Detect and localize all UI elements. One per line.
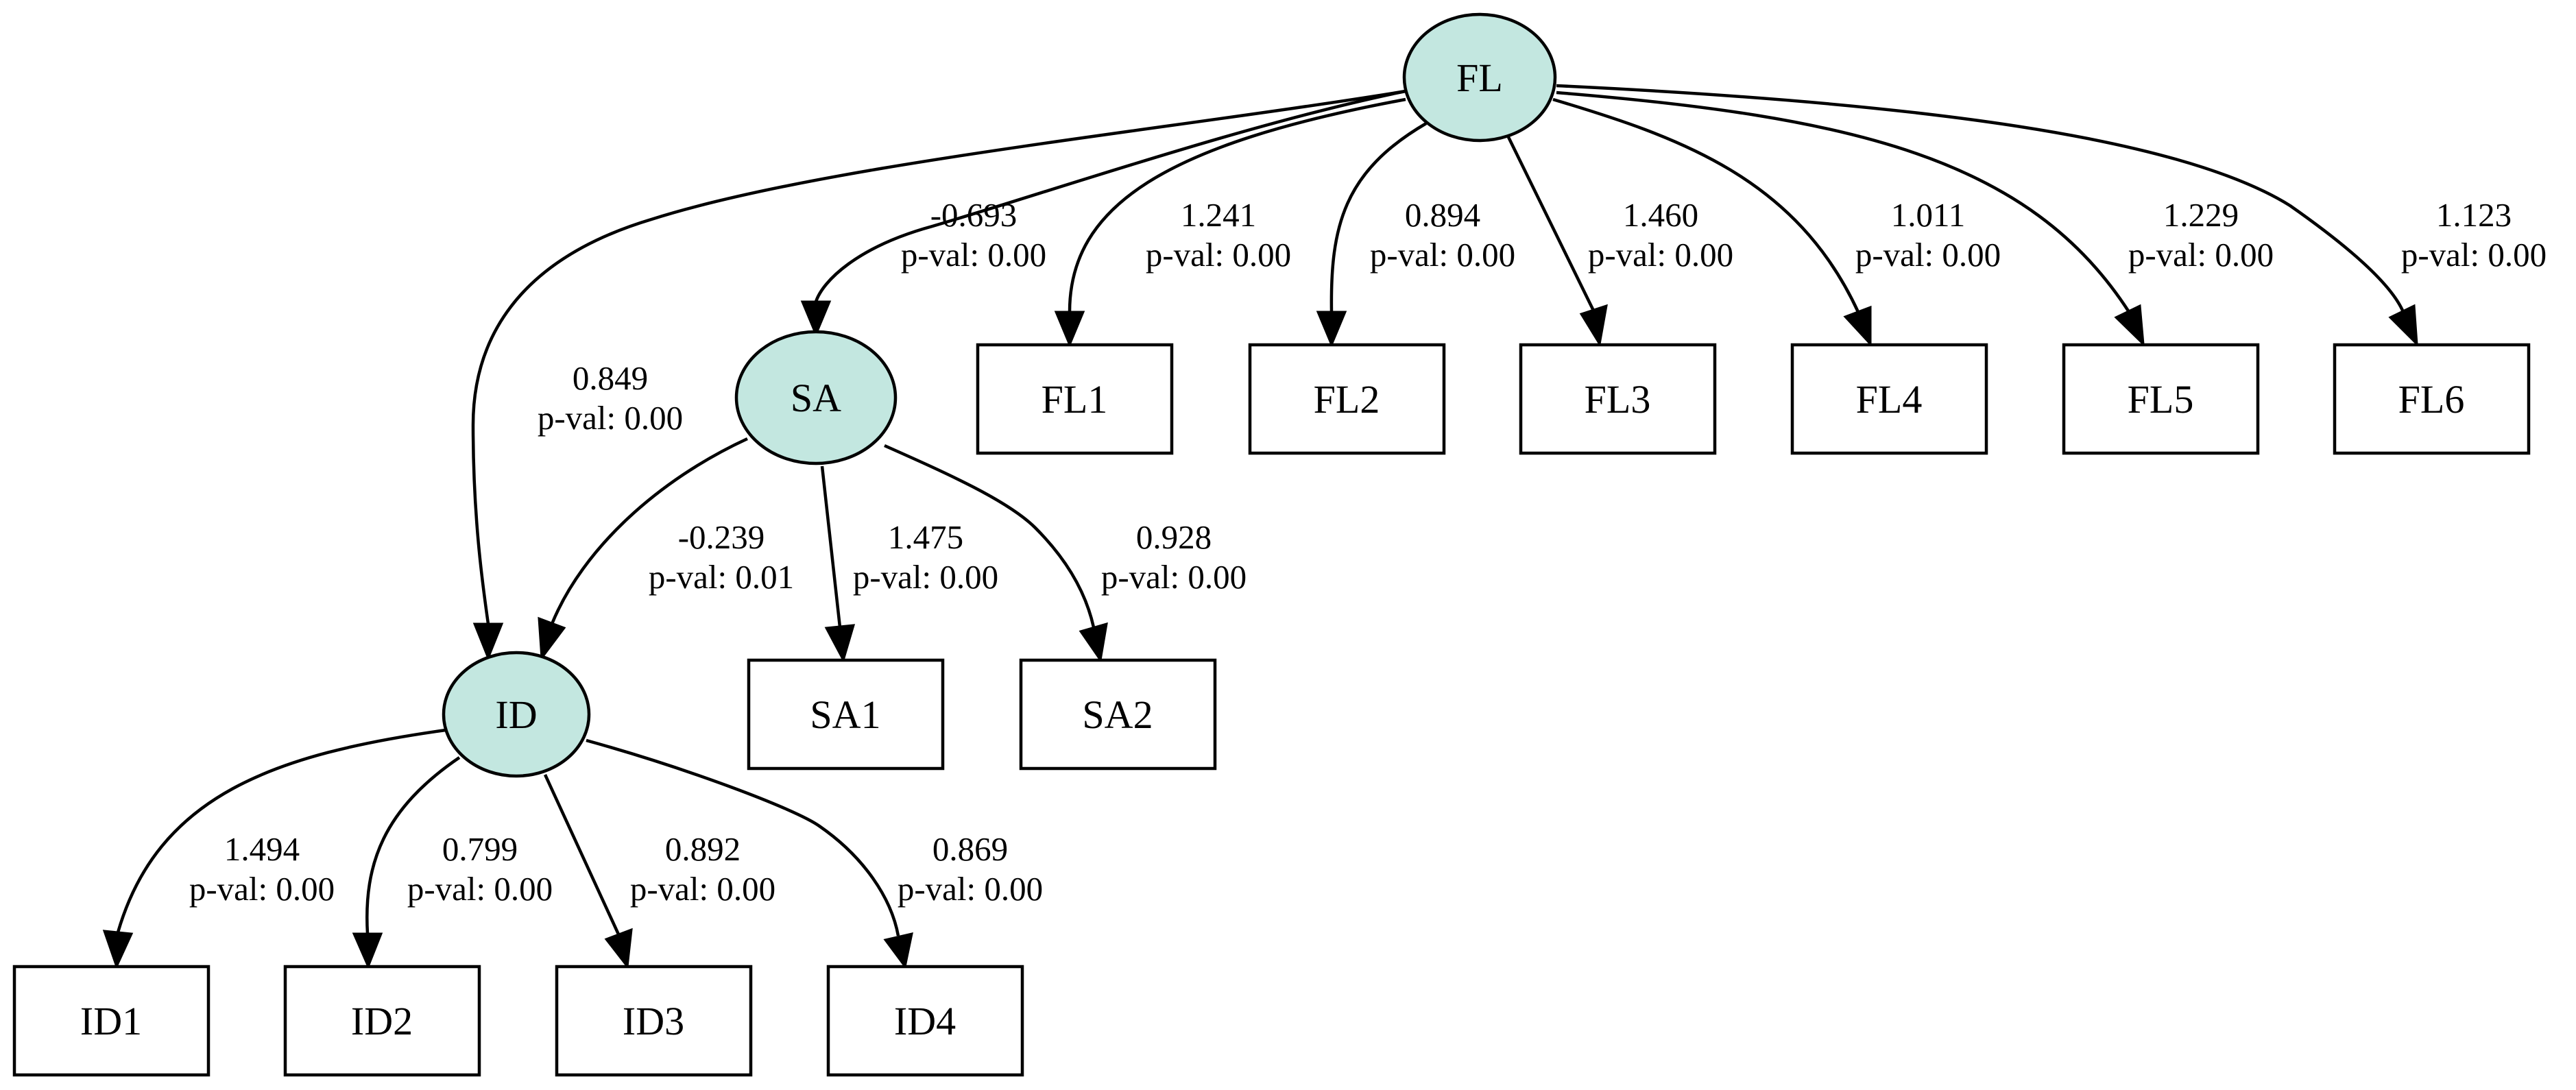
edge-label-estimate: 1.123	[2436, 196, 2512, 234]
edge-label-estimate: -0.693	[930, 196, 1018, 234]
observed-node-sa1: SA1	[747, 658, 945, 771]
latent-node-id: ID	[442, 651, 591, 778]
edge-label-estimate: 1.241	[1181, 196, 1256, 234]
edge-label-pval: p-val: 0.00	[1146, 236, 1291, 274]
edge-label-estimate: 0.849	[573, 359, 648, 397]
latent-node-fl: FL	[1402, 12, 1557, 143]
edge-label-pval: p-val: 0.00	[1101, 558, 1247, 596]
edge-label-pval: p-val: 0.00	[630, 870, 775, 908]
observed-node-id2: ID2	[283, 965, 481, 1077]
edge-fl-fl1: 1.241 p-val: 0.00	[1054, 97, 1406, 348]
edge-label-estimate: 1.229	[2163, 196, 2239, 234]
node-label: FL	[1456, 56, 1503, 100]
edge-label-estimate: 1.011	[1891, 196, 1965, 234]
edge-label-pval: p-val: 0.00	[1855, 236, 2001, 274]
observed-node-id1: ID1	[12, 965, 210, 1077]
edge-label-estimate: 1.475	[888, 518, 963, 556]
edge-fl-fl3: 1.460 p-val: 0.00	[1506, 136, 1733, 348]
edge-label-pval: p-val: 0.00	[2128, 236, 2274, 274]
observed-node-fl6: FL6	[2333, 343, 2531, 455]
node-label: ID1	[80, 999, 142, 1043]
observed-node-fl3: FL3	[1519, 343, 1717, 455]
edge-label-estimate: 0.928	[1136, 518, 1212, 556]
observed-node-fl2: FL2	[1248, 343, 1446, 455]
edge-fl-fl4: 1.011 p-val: 0.00	[1552, 97, 2001, 347]
edge-label-pval: p-val: 0.00	[901, 236, 1046, 274]
observed-node-id4: ID4	[826, 965, 1024, 1077]
edge-label-estimate: -0.239	[678, 518, 765, 556]
node-label: FL4	[1856, 377, 1923, 422]
edge-label-estimate: 0.799	[442, 830, 518, 868]
observed-node-fl1: FL1	[976, 343, 1174, 455]
edge-id-id1: 1.494 p-val: 0.00	[102, 728, 446, 970]
node-label: FL1	[1042, 377, 1108, 422]
node-label: SA2	[1082, 692, 1153, 737]
node-label: ID2	[351, 999, 413, 1043]
edge-label-estimate: 1.494	[224, 830, 300, 868]
edge-label-pval: p-val: 0.00	[853, 558, 998, 596]
edge-label-pval: p-val: 0.00	[189, 870, 335, 908]
node-label: ID	[495, 692, 537, 737]
node-label: FL6	[2398, 377, 2465, 422]
node-label: FL3	[1585, 377, 1651, 422]
node-label: FL2	[1314, 377, 1380, 422]
observed-node-fl4: FL4	[1790, 343, 1988, 455]
edge-label-pval: p-val: 0.00	[538, 399, 683, 437]
edge-label-estimate: 0.869	[932, 830, 1008, 868]
observed-node-sa2: SA2	[1019, 658, 1217, 771]
edge-label-pval: p-val: 0.00	[407, 870, 553, 908]
node-label: SA1	[810, 692, 880, 737]
edge-label-pval: p-val: 0.00	[898, 870, 1043, 908]
edge-fl-id: 0.849 p-val: 0.00	[471, 89, 1406, 662]
edge-id-id2: 0.799 p-val: 0.00	[352, 756, 553, 969]
node-label: ID3	[623, 999, 684, 1043]
edge-label-estimate: 0.892	[665, 830, 741, 868]
edge-id-id3: 0.892 p-val: 0.00	[543, 774, 775, 969]
node-label: SA	[791, 376, 841, 420]
node-label: FL5	[2128, 377, 2194, 422]
edge-label-estimate: 1.460	[1623, 196, 1698, 234]
edge-label-pval: p-val: 0.01	[649, 558, 794, 596]
edge-fl-fl6: 1.123 p-val: 0.00	[1556, 84, 2547, 347]
edge-fl-fl2: 0.894 p-val: 0.00	[1316, 122, 1515, 348]
edge-id-id4: 0.869 p-val: 0.00	[586, 738, 1043, 969]
latent-node-sa: SA	[734, 330, 898, 465]
observed-node-fl5: FL5	[2062, 343, 2260, 455]
observed-node-id3: ID3	[555, 965, 753, 1077]
edge-sa-id: -0.239 p-val: 0.01	[538, 437, 794, 662]
edge-fl-sa: -0.693 p-val: 0.00	[800, 89, 1406, 337]
edge-label-estimate: 0.894	[1405, 196, 1480, 234]
edge-label-pval: p-val: 0.00	[1370, 236, 1515, 274]
node-label: ID4	[894, 999, 956, 1043]
edge-label-pval: p-val: 0.00	[1588, 236, 1733, 274]
edge-sa-sa2: 0.928 p-val: 0.00	[884, 444, 1247, 663]
edge-sa-sa1: 1.475 p-val: 0.00	[820, 465, 998, 663]
edge-label-pval: p-val: 0.00	[2401, 236, 2547, 274]
edge-fl-fl5: 1.229 p-val: 0.00	[1556, 90, 2274, 347]
